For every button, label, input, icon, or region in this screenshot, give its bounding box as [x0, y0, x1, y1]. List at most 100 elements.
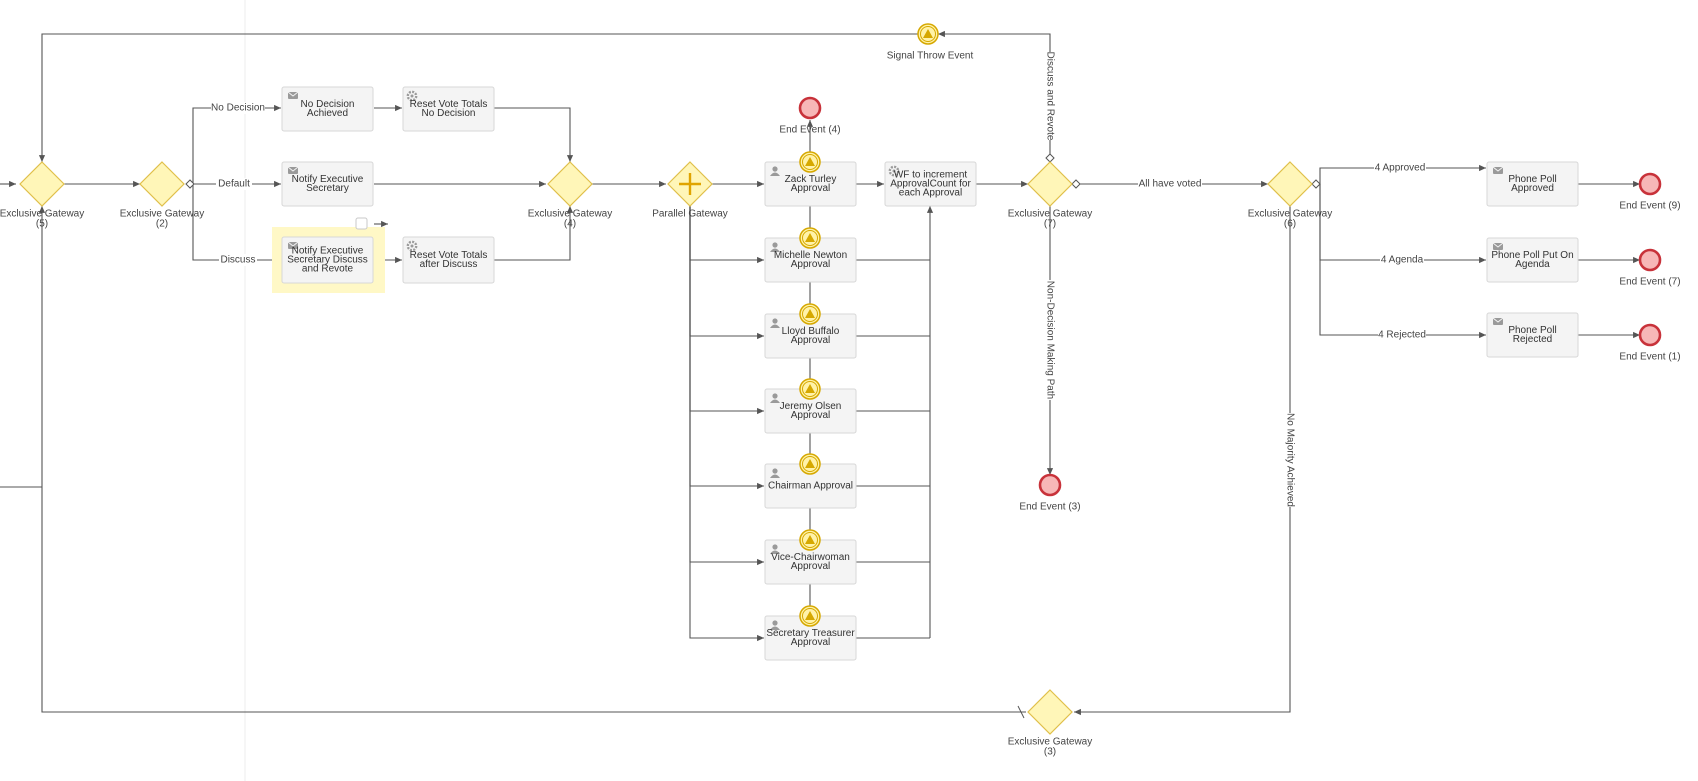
default-slash-gw3: [1017, 705, 1025, 719]
flow-rejected[interactable]: [1319, 184, 1486, 339]
user-icon: [770, 544, 780, 554]
signal-inner: [802, 381, 818, 397]
task-label: Agenda: [1515, 259, 1550, 270]
end-event-4[interactable]: End Event (4): [779, 96, 841, 136]
edge-label-bg: [219, 254, 257, 266]
edge-label-discuss-revote: Discuss and Revote: [1044, 52, 1055, 141]
signal-throw-event[interactable]: [917, 23, 939, 45]
task-box: [281, 236, 374, 284]
signal-inner: [802, 306, 818, 322]
signal-inner: [802, 608, 818, 624]
mail-icon-flap: [287, 241, 299, 247]
flow-no-decision[interactable]: [186, 104, 281, 185]
end-event-9[interactable]: End Event (9): [1619, 172, 1681, 212]
mail-icon-flap: [1492, 166, 1504, 172]
exclusive-gateway-3[interactable]: Exclusive Gateway(3): [1008, 689, 1092, 758]
parallel-gateway[interactable]: Parallel Gateway: [652, 161, 728, 220]
flow-agenda[interactable]: [1319, 184, 1486, 264]
exclusive-gateway-4[interactable]: Exclusive Gateway(4): [528, 161, 612, 230]
signal-boundary-icon[interactable]: [799, 605, 821, 627]
signal-triangle: [805, 611, 815, 620]
gear-icon-teeth: [406, 90, 418, 102]
gateway-label: Exclusive Gateway: [1248, 209, 1332, 220]
flow-discuss[interactable]: [192, 184, 281, 264]
exclusive-gateway-7[interactable]: Exclusive Gateway(7): [1008, 161, 1092, 230]
default-marker-gw2: [185, 179, 195, 189]
flow-reset2-gw4[interactable]: [494, 206, 574, 261]
gateway-label: Exclusive Gateway: [120, 209, 204, 220]
mail-icon: [1492, 317, 1504, 325]
edge-label-discuss: Discuss: [220, 255, 255, 266]
edge-label-bg: [216, 178, 252, 190]
flow-no-majority[interactable]: [1074, 197, 1291, 716]
signal-boundary-icon[interactable]: [799, 151, 821, 173]
edge-label-default: Default: [218, 179, 250, 190]
flow-p-approval-4[interactable]: [689, 206, 764, 490]
signal-boundary-icon[interactable]: [799, 529, 821, 551]
flow-reset-gw4[interactable]: [494, 107, 574, 162]
gear-icon-teeth: [888, 165, 900, 177]
task-label: after Discuss: [420, 259, 478, 270]
end-event-circle: [1638, 323, 1662, 347]
signal-boundary-icon[interactable]: [799, 453, 821, 475]
flow-p-approval-5[interactable]: [689, 206, 764, 566]
end-event-1[interactable]: End Event (1): [1619, 323, 1681, 363]
end-event-7[interactable]: End Event (7): [1619, 248, 1681, 288]
task-label: Approval: [791, 561, 830, 572]
mail-icon-flap: [1492, 242, 1504, 248]
gear-icon-teeth: [406, 240, 418, 252]
edge-label-bg: [1044, 52, 1056, 140]
gear-icon-hub: [892, 169, 896, 173]
end-event-label: End Event (7): [1619, 277, 1680, 288]
task-label: Secretary Discuss: [287, 255, 368, 266]
exclusive-gateway-6[interactable]: Exclusive Gateway(6): [1248, 161, 1332, 230]
signal-inner: [802, 230, 818, 246]
task-label: Reset Vote Totals: [410, 99, 488, 110]
exclusive-gateway-5[interactable]: Exclusive Gateway(5): [0, 161, 84, 230]
flow-p-approval-3[interactable]: [689, 206, 764, 415]
signal-boundary-icon[interactable]: [799, 378, 821, 400]
task-label: Approval: [791, 410, 830, 421]
flow-signal-to-gw5[interactable]: [38, 33, 918, 162]
signal-boundary-icon[interactable]: [799, 303, 821, 325]
flag-icon[interactable]: [355, 217, 368, 230]
user-icon-body: [770, 399, 780, 403]
end-event-3[interactable]: End Event (3): [1019, 473, 1081, 513]
end-event-circle: [1638, 248, 1662, 272]
task-label: Approval: [791, 335, 830, 346]
end-event-label: End Event (1): [1619, 352, 1680, 363]
flow-p-approval-2[interactable]: [689, 206, 764, 340]
task-label: No Decision: [422, 108, 476, 119]
mail-icon-flap: [287, 166, 299, 172]
task-approval-chairman[interactable]: Chairman Approval: [764, 463, 857, 509]
task-label: each Approval: [899, 188, 962, 199]
exclusive-gateway-2[interactable]: Exclusive Gateway(2): [120, 161, 204, 230]
edge-label-agenda: 4 Agenda: [1381, 255, 1424, 266]
edge-label-bg: [1378, 329, 1426, 341]
user-icon-body: [770, 248, 780, 252]
signal-boundary-icon[interactable]: [799, 227, 821, 249]
gear-icon: [406, 240, 418, 252]
flow-gw3-to-gw5[interactable]: [38, 206, 1026, 713]
user-icon-head: [772, 166, 778, 172]
user-icon-body: [770, 172, 780, 176]
flow-p-approval-6[interactable]: [689, 206, 764, 642]
end-event-circle: [798, 96, 822, 120]
default-marker-gw6: [1311, 179, 1321, 189]
